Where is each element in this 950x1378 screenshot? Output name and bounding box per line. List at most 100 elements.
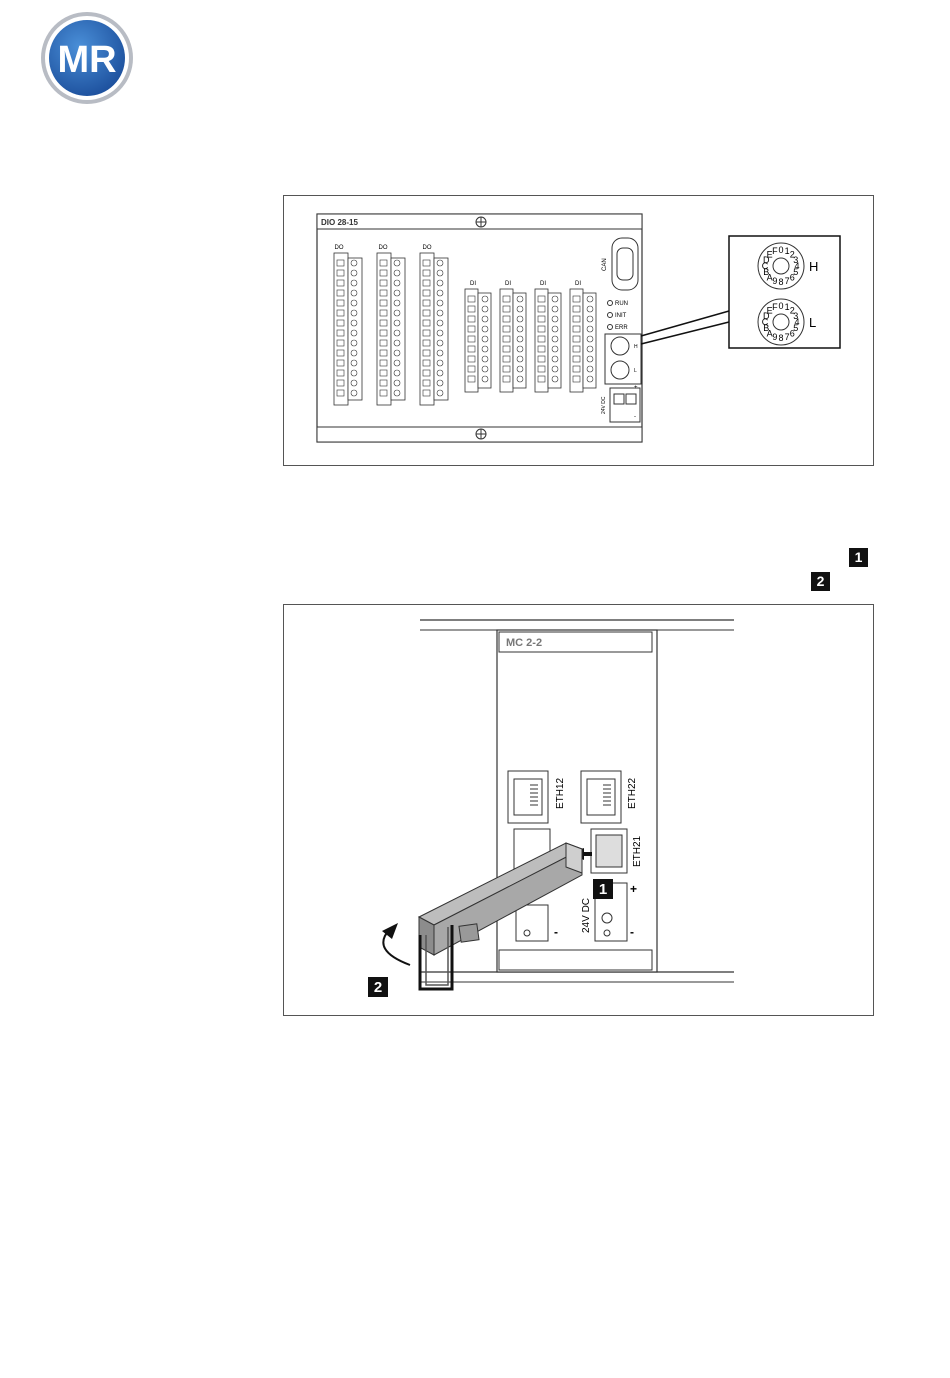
terminal-pin: [573, 366, 580, 372]
terminal-pin: [380, 360, 387, 366]
terminal-screw: [394, 360, 400, 366]
terminal-pin: [573, 346, 580, 352]
terminal-pin: [538, 346, 545, 352]
di-label-1: DI: [470, 281, 476, 287]
terminal-screw: [587, 376, 593, 382]
terminal-screw: [552, 316, 558, 322]
terminal-screw: [587, 296, 593, 302]
terminal-pin: [538, 296, 545, 302]
terminal-pin: [337, 290, 344, 296]
port-eth22-label: ETH22: [627, 777, 638, 809]
terminal-pin: [423, 330, 430, 336]
terminal-screw: [394, 260, 400, 266]
terminal-pin: [503, 356, 510, 362]
dial-digit: F: [772, 302, 778, 312]
terminal-screw: [437, 330, 443, 336]
zoom-l-label: L: [809, 315, 816, 330]
do-label-2: DO: [379, 245, 388, 251]
dial-digit: 9: [772, 332, 777, 342]
minus-label-3: -: [554, 925, 558, 939]
terminal-pin: [337, 270, 344, 276]
terminal-screw: [437, 320, 443, 326]
terminal-pin: [380, 320, 387, 326]
terminal-screw: [517, 346, 523, 352]
di-label-2: DI: [505, 281, 511, 287]
step-2-badge: 2: [811, 572, 830, 591]
terminal-screw: [517, 376, 523, 382]
logo-text: MR: [57, 39, 116, 81]
terminal-screw: [351, 260, 357, 266]
terminal-screw: [437, 290, 443, 296]
terminal-pin: [380, 270, 387, 276]
terminal-screw: [394, 300, 400, 306]
di-label-4: DI: [575, 281, 581, 287]
terminal-pin: [503, 346, 510, 352]
terminal-pin: [423, 260, 430, 266]
terminal-screw: [482, 306, 488, 312]
terminal-pin: [503, 326, 510, 332]
terminal-pin: [423, 320, 430, 326]
terminal-pin: [468, 366, 475, 372]
terminal-screw: [437, 310, 443, 316]
plus-label-1: +: [634, 385, 638, 391]
terminal-screw: [437, 260, 443, 266]
terminal-pin: [337, 330, 344, 336]
terminal-pin: [468, 346, 475, 352]
terminal-pin: [380, 380, 387, 386]
terminal-pin: [337, 300, 344, 306]
terminal-screw: [351, 320, 357, 326]
terminal-screw: [587, 346, 593, 352]
switch-l-label: L: [634, 368, 637, 374]
terminal-screw: [517, 366, 523, 372]
terminal-screw: [552, 346, 558, 352]
terminal-pin: [380, 350, 387, 356]
terminal-pin: [337, 370, 344, 376]
terminal-screw: [351, 340, 357, 346]
terminal-pin: [337, 380, 344, 386]
terminal-screw: [351, 380, 357, 386]
terminal-pin: [380, 300, 387, 306]
port-eth12-label: ETH12: [555, 777, 566, 809]
terminal-pin: [503, 306, 510, 312]
zoom-h-label: H: [809, 259, 818, 274]
terminal-pin: [337, 390, 344, 396]
terminal-pin: [337, 360, 344, 366]
mr-logo: MR: [38, 10, 136, 106]
terminal-screw: [482, 346, 488, 352]
dial-digit: 8: [778, 333, 783, 343]
terminal-pin: [538, 376, 545, 382]
step-1-badge: 1: [849, 548, 868, 567]
terminal-pin: [503, 336, 510, 342]
figure-mc-module: MC 2-2 ETH12 ETH22 ETH21 24V DC + - -: [283, 604, 874, 1016]
terminal-pin: [538, 366, 545, 372]
terminal-pin: [538, 336, 545, 342]
callout-1: 1: [599, 881, 607, 898]
terminal-screw: [552, 336, 558, 342]
dial-digit: 7: [785, 332, 790, 342]
terminal-pin: [468, 376, 475, 382]
terminal-pin: [423, 340, 430, 346]
terminal-screw: [394, 390, 400, 396]
terminal-pin: [538, 356, 545, 362]
terminal-screw: [394, 330, 400, 336]
terminal-pin: [573, 316, 580, 322]
terminal-screw: [517, 316, 523, 322]
switch-h-label: H: [634, 344, 638, 350]
terminal-pin: [503, 296, 510, 302]
dial-digit: 6: [790, 328, 795, 338]
minus-label-1: -: [634, 414, 636, 420]
terminal-screw: [482, 326, 488, 332]
terminal-pin: [380, 310, 387, 316]
terminal-screw: [587, 306, 593, 312]
terminal-screw: [437, 390, 443, 396]
terminal-screw: [437, 340, 443, 346]
terminal-screw: [394, 270, 400, 276]
terminal-screw: [517, 306, 523, 312]
terminal-pin: [337, 260, 344, 266]
led-run-label: RUN: [615, 301, 628, 307]
terminal-pin: [468, 316, 475, 322]
terminal-screw: [552, 306, 558, 312]
terminal-screw: [482, 336, 488, 342]
terminal-screw: [351, 270, 357, 276]
minus-label-2: -: [630, 925, 634, 939]
